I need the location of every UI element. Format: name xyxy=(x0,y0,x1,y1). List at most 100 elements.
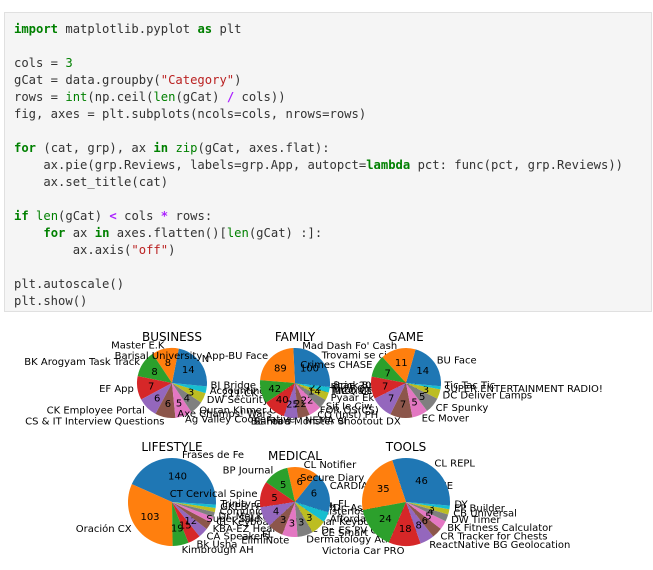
slice-value-label: 46 xyxy=(415,476,428,487)
code-line: if len(gCat) < cols * rows: xyxy=(14,208,623,225)
slice-value-label: 18 xyxy=(399,524,412,535)
slice-value-label: 100 xyxy=(300,363,319,374)
slice-label: CT Cervical Spine xyxy=(170,489,258,500)
slice-value-label: 7 xyxy=(385,368,391,379)
pie-slice xyxy=(295,502,313,537)
pie-slice xyxy=(172,502,217,505)
code-token xyxy=(14,226,43,240)
slice-value-label: 15 xyxy=(179,520,192,531)
code-token: lambda xyxy=(366,158,411,172)
slice-value-label: 3 xyxy=(306,513,312,524)
code-line: import matplotlib.pyplot as plt xyxy=(14,21,623,38)
code-token: for xyxy=(14,141,37,155)
pie-slice xyxy=(392,457,450,502)
pie-slice xyxy=(295,502,330,513)
pie-slice xyxy=(295,383,320,415)
pie-slice xyxy=(295,383,331,387)
code-token: 3 xyxy=(65,56,73,70)
code-token: ) xyxy=(168,243,176,257)
slice-label: DC Deliver Lamps xyxy=(443,391,533,402)
pie-slice xyxy=(172,348,207,383)
code-token: gCat = data.groupby( xyxy=(14,73,161,87)
code-cell[interactable]: import matplotlib.pyplot as plt cols = 3… xyxy=(4,12,652,312)
slice-value-label: 6 xyxy=(154,393,160,404)
code-token: (cat, grp), ax xyxy=(36,141,154,155)
slice-value-label: 5 xyxy=(425,511,431,522)
slice-value-label: 7 xyxy=(388,393,394,404)
code-token: ) xyxy=(234,73,242,87)
slice-value-label: 24 xyxy=(379,514,392,525)
pie-slice xyxy=(406,349,441,383)
slice-label: Kimbrough AH xyxy=(182,545,254,556)
code-token: in xyxy=(94,226,110,240)
pie-slice xyxy=(406,383,441,390)
pie-slice xyxy=(295,383,326,408)
code-token: for xyxy=(43,226,66,240)
code-editor[interactable]: import matplotlib.pyplot as plt cols = 3… xyxy=(14,21,623,310)
slice-label: Trovami se ci riesci xyxy=(321,351,417,362)
slice-value-label: 5 xyxy=(419,392,425,403)
slice-label: Tic Tac Tic xyxy=(444,380,496,391)
pie-slice xyxy=(295,383,330,393)
pie-slice xyxy=(287,467,317,502)
code-line xyxy=(14,123,623,140)
pie-slice xyxy=(260,348,295,383)
slice-value-label: 3 xyxy=(423,385,429,396)
slice-label: Dr. ES PV Calculator xyxy=(321,526,422,537)
code-token: ax.set_title(cat) xyxy=(14,175,169,189)
code-token: len xyxy=(226,226,249,240)
pie-slice xyxy=(282,502,298,537)
code-token: plt xyxy=(212,22,242,36)
pie-slice xyxy=(406,383,441,399)
pie-slice xyxy=(371,357,406,383)
slice-label: 211:CK xyxy=(222,388,258,399)
code-token: pct: func(pct, grp.Reviews)) xyxy=(410,158,624,172)
pie-slice xyxy=(295,502,324,533)
chart-title: TOOLS xyxy=(385,440,427,454)
slice-label: CL REPL xyxy=(434,458,475,469)
code-token: in xyxy=(153,141,169,155)
pie-slice xyxy=(406,502,434,544)
code-token: "off" xyxy=(131,243,169,257)
slice-label: CR Tracker for Chests xyxy=(440,532,547,543)
pie-slice xyxy=(172,502,200,543)
code-line xyxy=(14,259,623,276)
code-token: (np.ceil( xyxy=(87,90,154,104)
slice-label: FOR OS(CS) xyxy=(320,406,379,417)
pie-slice xyxy=(141,383,172,414)
chart-title: FAMILY xyxy=(275,330,316,344)
pie-slice xyxy=(172,502,214,523)
code-token xyxy=(29,209,36,223)
slice-label: CF Spunky xyxy=(436,403,489,414)
slice-label: Super Sale xyxy=(206,514,260,525)
slice-value-label: 3 xyxy=(280,515,286,526)
slice-value-label: 89 xyxy=(274,363,287,374)
slice-label: Secure Diary xyxy=(300,473,364,484)
slice-value-label: 7 xyxy=(400,399,406,410)
slice-value-label: 14 xyxy=(308,387,321,398)
slice-label: Affordable CK xyxy=(330,514,399,525)
slice-label: KBA-EZ Health Guide xyxy=(213,524,318,535)
code-token: int xyxy=(65,90,88,104)
slice-label: EF App xyxy=(99,384,134,395)
pie-slice xyxy=(362,502,406,543)
slice-label: Santa's Monster Shootout DX xyxy=(254,417,401,428)
slice-label: CA Speakers xyxy=(207,532,270,543)
slice-value-label: 5 xyxy=(176,398,182,409)
slice-value-label: 3 xyxy=(298,518,304,529)
slice-label: CL Notifier xyxy=(304,460,357,471)
slice-label: Oración CX xyxy=(76,523,132,535)
slice-value-label: 4 xyxy=(427,507,433,518)
slice-value-label: 6 xyxy=(311,488,317,499)
slice-label: DW Timer xyxy=(451,515,501,526)
pie-slice xyxy=(172,383,207,387)
slice-value-label: 7 xyxy=(382,381,388,392)
slice-value-label: 6 xyxy=(297,477,303,488)
slice-label: DW Security xyxy=(207,395,269,406)
slice-label: Master E.K xyxy=(111,341,165,352)
slice-value-label: 22 xyxy=(294,399,307,410)
slice-label: Sit Ie Ciw xyxy=(326,402,372,413)
